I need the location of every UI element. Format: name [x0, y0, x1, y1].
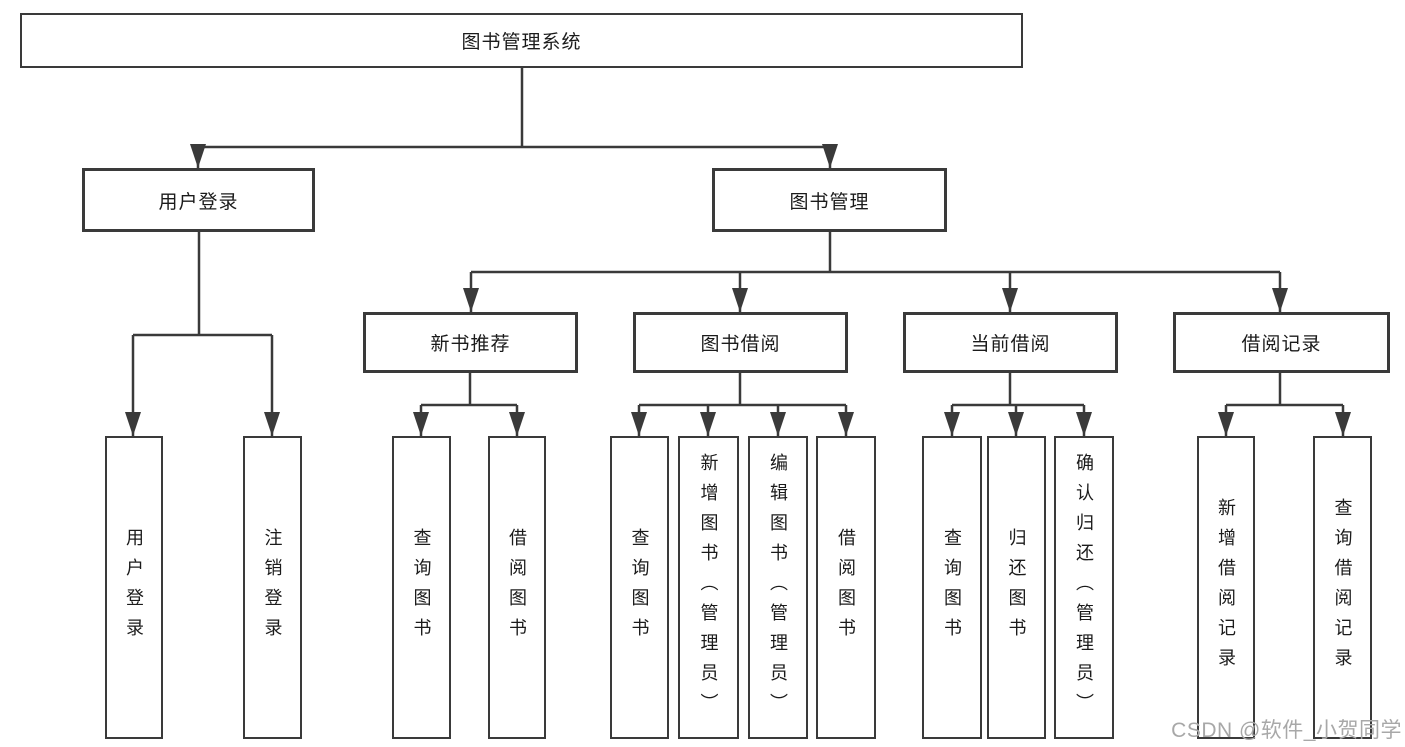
- arrowhead-icon: [1076, 412, 1092, 436]
- arrowhead-icon: [509, 412, 525, 436]
- node-borrow-record: 借阅记录: [1173, 312, 1390, 373]
- node-query-book-b: 查询图书: [610, 436, 669, 739]
- node-query-book-c: 查询图书: [922, 436, 982, 739]
- node-edit-book-admin: 编辑图书（管理员）: [748, 436, 808, 739]
- node-label-user-login: 用户登录: [158, 191, 239, 213]
- node-label-edit-book-admin: 编辑图书（管理员）: [768, 452, 788, 723]
- node-label-return-book: 归还图书: [1006, 527, 1027, 648]
- arrowhead-icon: [732, 288, 748, 312]
- node-label-query-book-a: 查询图书: [411, 527, 432, 648]
- node-label-logout: 注销登录: [262, 527, 283, 648]
- node-user-login: 用户登录: [82, 168, 315, 232]
- node-label-user-login-leaf: 用户登录: [124, 527, 144, 648]
- arrowhead-icon: [1272, 288, 1288, 312]
- arrowhead-icon: [1218, 412, 1234, 436]
- arrowhead-icon: [1008, 412, 1024, 436]
- node-return-book: 归还图书: [987, 436, 1046, 739]
- node-label-confirm-return-admin: 确认归还（管理员）: [1074, 452, 1094, 723]
- node-confirm-return-admin: 确认归还（管理员）: [1054, 436, 1114, 739]
- node-label-current-borrow: 当前借阅: [970, 334, 1051, 355]
- node-borrow-book-a: 借阅图书: [488, 436, 546, 739]
- node-label-add-book-admin: 新增图书（管理员）: [698, 452, 719, 723]
- node-root: 图书管理系统: [20, 13, 1023, 68]
- node-book-borrow: 图书借阅: [633, 312, 848, 373]
- node-borrow-book-b: 借阅图书: [816, 436, 876, 739]
- arrowhead-icon: [770, 412, 786, 436]
- arrowhead-icon: [125, 412, 141, 436]
- node-label-query-book-b: 查询图书: [629, 527, 650, 648]
- node-logout: 注销登录: [243, 436, 302, 739]
- node-query-book-a: 查询图书: [392, 436, 451, 739]
- node-book-management: 图书管理: [712, 168, 947, 232]
- arrowhead-icon: [631, 412, 647, 436]
- node-label-new-book-recommend: 新书推荐: [430, 334, 511, 355]
- node-label-book-management: 图书管理: [789, 191, 870, 213]
- node-user-login-leaf: 用户登录: [105, 436, 163, 739]
- arrowhead-icon: [463, 288, 479, 312]
- arrowhead-icon: [944, 412, 960, 436]
- node-label-root: 图书管理系统: [461, 32, 582, 53]
- arrowhead-icon: [838, 412, 854, 436]
- watermark: CSDN @软件_小贺同学: [1171, 719, 1402, 742]
- node-current-borrow: 当前借阅: [903, 312, 1118, 373]
- node-add-book-admin: 新增图书（管理员）: [678, 436, 739, 739]
- node-label-borrow-book-b: 借阅图书: [836, 527, 856, 648]
- arrowhead-icon: [1002, 288, 1018, 312]
- node-label-book-borrow: 图书借阅: [700, 334, 781, 355]
- node-label-borrow-record: 借阅记录: [1241, 334, 1322, 355]
- arrowhead-icon: [413, 412, 429, 436]
- arrowhead-icon: [1335, 412, 1351, 436]
- arrowhead-icon: [190, 144, 206, 168]
- node-new-book-recommend: 新书推荐: [363, 312, 578, 373]
- node-query-borrow-record: 查询借阅记录: [1313, 436, 1372, 739]
- node-label-borrow-book-a: 借阅图书: [507, 527, 527, 648]
- node-label-query-book-c: 查询图书: [942, 527, 962, 648]
- node-add-borrow-record: 新增借阅记录: [1197, 436, 1255, 739]
- arrowhead-icon: [264, 412, 280, 436]
- arrowhead-icon: [700, 412, 716, 436]
- node-label-query-borrow-record: 查询借阅记录: [1332, 497, 1353, 678]
- node-label-add-borrow-record: 新增借阅记录: [1216, 497, 1236, 678]
- arrowhead-icon: [822, 144, 838, 168]
